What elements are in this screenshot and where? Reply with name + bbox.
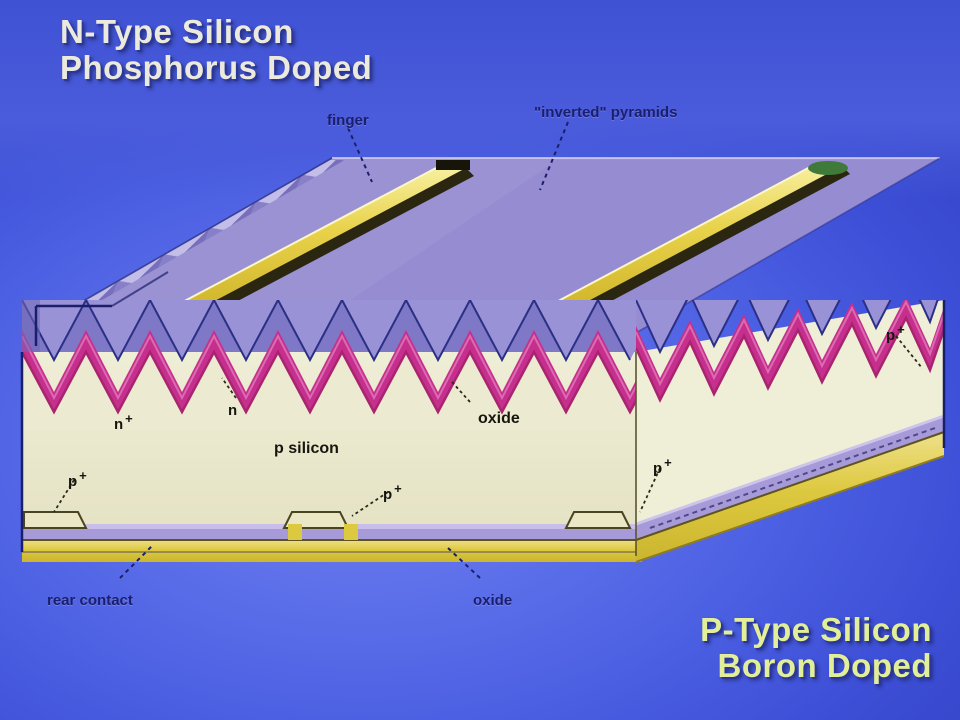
title-n-line2: Phosphorus Doped xyxy=(60,48,373,86)
region-label-text: p xyxy=(653,460,663,477)
leader-n xyxy=(221,377,237,399)
leader-p-plus-2 xyxy=(351,491,389,517)
region-label-n-plus-left: n+ xyxy=(114,411,133,433)
page-title-p-type: P-Type Silicon Boron Doped xyxy=(700,612,932,683)
callout-rear-contact: rear contact xyxy=(47,592,133,609)
left-edge-overhang xyxy=(22,271,169,352)
title-n-line1: N-Type Silicon xyxy=(60,13,294,50)
leader-p-plus-1 xyxy=(53,479,75,513)
title-p-line1: P-Type Silicon xyxy=(700,611,932,648)
region-label-text: n xyxy=(228,402,238,419)
callout-leader-lines xyxy=(119,121,569,579)
region-label-p-plus-4: p+ xyxy=(886,322,905,344)
region-label-p-plus-2: p+ xyxy=(383,481,402,503)
region-label-sup: + xyxy=(79,468,87,483)
front-pyramid-teeth xyxy=(22,300,636,363)
region-label-p-silicon: p silicon xyxy=(274,440,339,458)
region-label-p-plus-1: p+ xyxy=(68,468,87,490)
region-label-text: p xyxy=(383,486,393,503)
region-label-text: p silicon xyxy=(274,440,339,457)
front-oxide-sawtooth xyxy=(22,330,636,430)
leader-oxide-mid xyxy=(451,381,471,403)
page-title-n-type: N-Type Silicon Phosphorus Doped xyxy=(60,14,372,85)
region-label-sup: + xyxy=(125,411,133,426)
leader-p-plus-3 xyxy=(639,467,661,513)
region-label-oxide-mid: oxide xyxy=(478,410,520,428)
region-label-n-left: n xyxy=(228,402,237,419)
right-rear-contact-stack xyxy=(635,414,945,563)
front-cross-section xyxy=(20,300,642,562)
callout-inverted-pyramids: "inverted" pyramids xyxy=(534,104,678,121)
region-label-text: oxide xyxy=(478,410,520,427)
region-label-text: p xyxy=(886,327,896,344)
leader-p-plus-4 xyxy=(895,335,923,369)
p-plus-wells xyxy=(23,511,632,529)
region-label-text: p xyxy=(68,473,78,490)
region-label-text: n xyxy=(114,416,124,433)
region-label-sup: + xyxy=(394,481,402,496)
callout-oxide-bottom: oxide xyxy=(473,592,513,609)
finger-strip-1 xyxy=(125,160,474,336)
callout-finger: finger xyxy=(327,112,369,129)
front-rear-contact-stack xyxy=(22,524,642,562)
region-leader-lines xyxy=(53,335,923,517)
right-oxide-sawtooth xyxy=(636,300,944,470)
rear-contact-openings xyxy=(288,524,358,540)
title-p-line2: Boron Doped xyxy=(717,646,932,684)
leader-finger xyxy=(347,127,373,183)
region-label-p-plus-3: p+ xyxy=(653,455,672,477)
right-side-face xyxy=(635,300,946,563)
region-label-sup: + xyxy=(897,322,905,337)
region-label-sup: + xyxy=(664,455,672,470)
metal-fingers xyxy=(125,160,850,336)
